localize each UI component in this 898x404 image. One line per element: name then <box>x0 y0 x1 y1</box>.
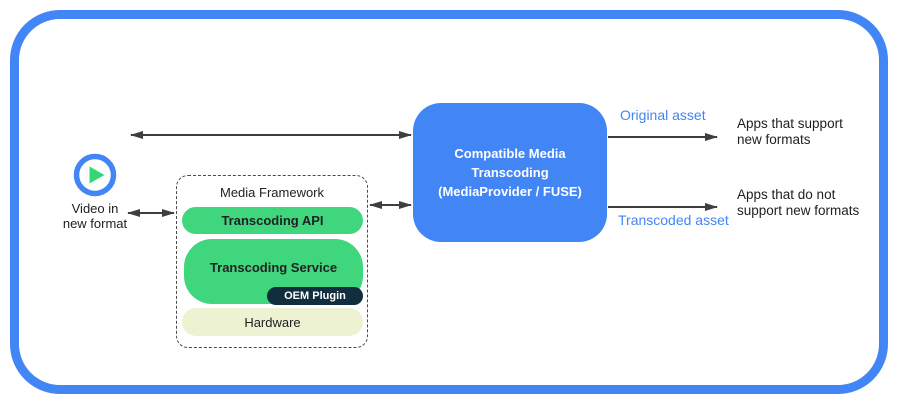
arrow-transcoded-asset <box>607 201 718 213</box>
media-framework-title: Media Framework <box>219 185 325 200</box>
hardware-label: Hardware <box>244 314 301 330</box>
transcoder-title-line1: Compatible Media <box>454 146 566 161</box>
oem-plugin-pill: OEM Plugin <box>267 287 363 305</box>
video-in-new-format-label: Video in new format <box>62 201 128 231</box>
original-asset-label: Original asset <box>620 107 706 123</box>
transcoding-api-pill: Transcoding API <box>182 207 363 234</box>
play-icon <box>73 153 117 197</box>
transcoding-api-label: Transcoding API <box>221 213 324 228</box>
transcoded-asset-label: Transcoded asset <box>618 212 729 228</box>
transcoding-service-label: Transcoding Service <box>209 260 338 275</box>
transcoder-title-line3: (MediaProvider / FUSE) <box>438 184 582 199</box>
compatible-media-transcoding-box: Compatible Media Transcoding (MediaProvi… <box>413 103 607 242</box>
transcoder-title-line2: Transcoding <box>471 165 549 180</box>
arrow-original-asset <box>607 131 718 143</box>
apps-support-new-formats-label: Apps that support new formats <box>737 116 843 147</box>
arrow-source-to-transcoder <box>130 129 412 141</box>
oem-plugin-label: OEM Plugin <box>284 290 346 302</box>
apps-no-support-new-formats-label: Apps that do not support new formats <box>737 187 860 218</box>
outer-frame-border <box>10 10 888 394</box>
hardware-pill: Hardware <box>182 308 363 336</box>
arrow-source-to-framework <box>127 207 175 219</box>
arrow-framework-to-transcoder <box>369 199 412 211</box>
